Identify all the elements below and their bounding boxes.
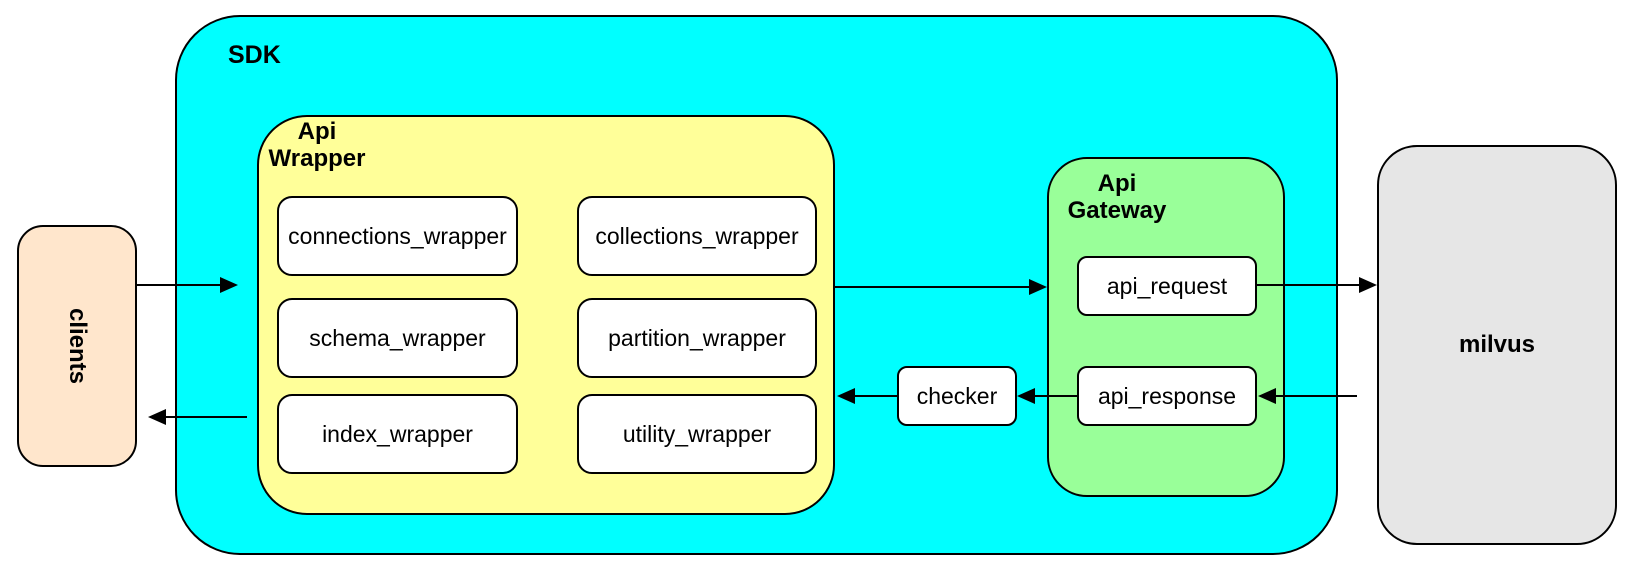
node-index-wrapper: index_wrapper (277, 394, 518, 474)
node-api-response: api_response (1077, 366, 1257, 426)
arrow-line (853, 395, 897, 397)
arrow-line (835, 286, 1031, 288)
arrow-line (137, 284, 222, 286)
node-checker: checker (897, 366, 1017, 426)
milvus-node: milvus (1377, 145, 1617, 545)
node-schema-wrapper: schema_wrapper (277, 298, 518, 378)
arrowhead-right-icon (1359, 277, 1377, 293)
node-api-request: api_request (1077, 256, 1257, 316)
node-partition-wrapper: partition_wrapper (577, 298, 817, 378)
node-connections-wrapper: connections_wrapper (277, 196, 518, 276)
arrowhead-left-icon (837, 388, 855, 404)
arrowhead-right-icon (220, 277, 238, 293)
arrow-line (1033, 395, 1077, 397)
arrowhead-left-icon (1258, 388, 1276, 404)
arrow-line (164, 416, 247, 418)
api-wrapper-label: Api Wrapper (268, 118, 366, 172)
node-utility-wrapper: utility_wrapper (577, 394, 817, 474)
arrowhead-left-icon (1017, 388, 1035, 404)
arrow-line (1257, 284, 1361, 286)
milvus-label: milvus (1458, 331, 1536, 358)
arrow-line (1274, 395, 1357, 397)
clients-node: clients (17, 225, 137, 467)
arrowhead-left-icon (148, 409, 166, 425)
sdk-label: SDK (228, 41, 281, 69)
node-collections-wrapper: collections_wrapper (577, 196, 817, 276)
api-gateway-container (1047, 157, 1285, 497)
api-gateway-label: Api Gateway (1067, 170, 1167, 224)
clients-label: clients (64, 307, 91, 385)
arrowhead-right-icon (1029, 279, 1047, 295)
